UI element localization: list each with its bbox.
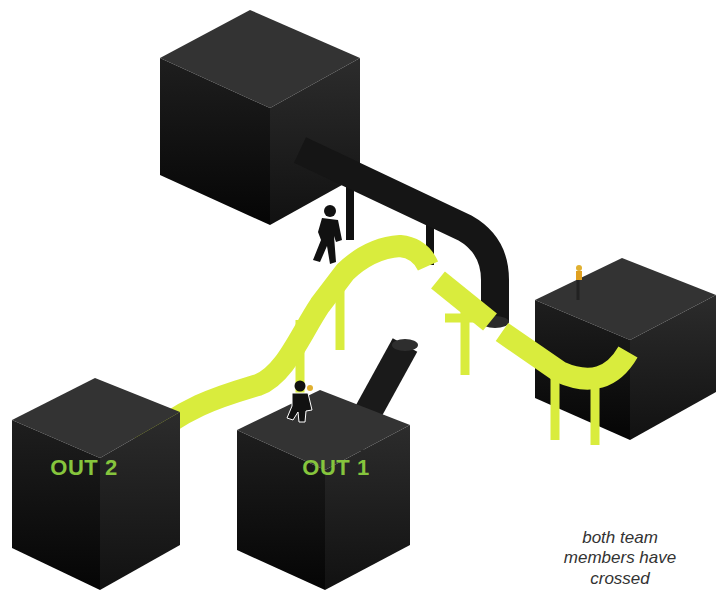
out-box — [237, 390, 410, 590]
box-label: OUT 2 — [50, 456, 117, 480]
person-silhouette — [287, 381, 313, 423]
person-figure — [576, 265, 582, 300]
top-box — [160, 10, 360, 225]
note-text: both team members have crossed — [545, 528, 695, 589]
platform-box: OUT 1 — [298, 454, 373, 482]
out-box — [12, 378, 180, 590]
platform-box: OUT 2 — [46, 454, 121, 482]
person-silhouette — [313, 205, 342, 264]
box-label: OUT 1 — [302, 456, 369, 480]
right-box — [535, 258, 716, 440]
